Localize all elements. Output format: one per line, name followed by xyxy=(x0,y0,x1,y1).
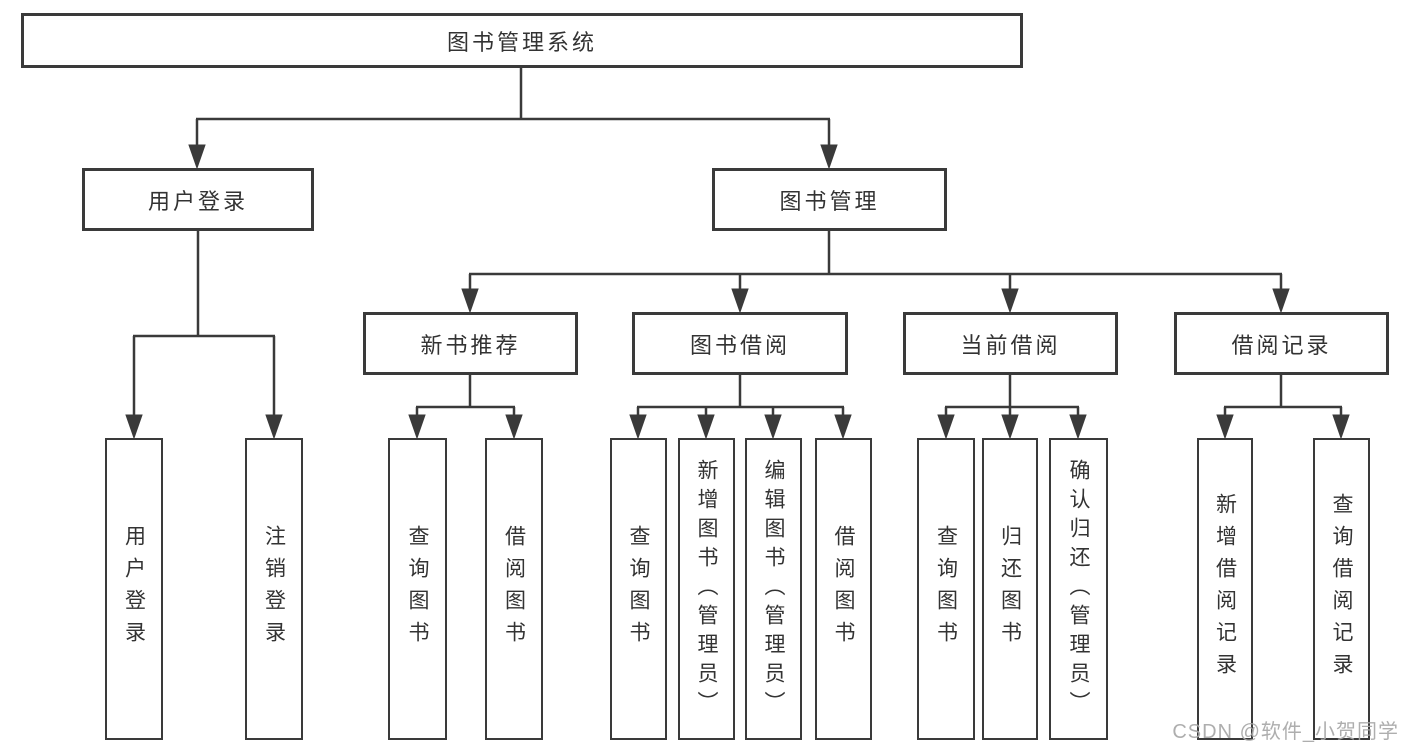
connector-book-management-to-level3 xyxy=(461,231,1290,314)
leaf-recommend-query-books: 查询图书 xyxy=(388,438,447,740)
arrowhead-icon xyxy=(731,288,749,314)
leaf-add-borrow-record: 新增借阅记录 xyxy=(1197,438,1253,740)
arrowhead-icon xyxy=(1001,288,1019,314)
arrowhead-icon xyxy=(408,414,426,440)
leaf-query-borrow-record: 查询借阅记录 xyxy=(1313,438,1370,740)
connector-user-login-to-leaves xyxy=(125,231,283,440)
arrowhead-icon xyxy=(834,414,852,440)
connector-root-to-level2 xyxy=(188,68,838,170)
arrowhead-icon xyxy=(505,414,523,440)
arrowhead-icon xyxy=(764,414,782,440)
leaf-user-login: 用户登录 xyxy=(105,438,163,740)
leaf-borrow-query-books: 查询图书 xyxy=(610,438,667,740)
leaf-add-books-admin: 新增图书（管理员） xyxy=(678,438,735,740)
arrowhead-icon xyxy=(1332,414,1350,440)
leaf-edit-books-admin: 编辑图书（管理员） xyxy=(745,438,802,740)
arrowhead-icon xyxy=(461,288,479,314)
node-new-book-recommend: 新书推荐 xyxy=(363,312,578,375)
connector-new-book-recommend-to-leaves xyxy=(408,375,523,440)
node-book-borrow: 图书借阅 xyxy=(632,312,848,375)
leaf-recommend-borrow-books: 借阅图书 xyxy=(485,438,543,740)
arrowhead-icon xyxy=(820,144,838,170)
node-root-library-system: 图书管理系统 xyxy=(21,13,1023,68)
node-user-login: 用户登录 xyxy=(82,168,314,231)
arrowhead-icon xyxy=(1069,414,1087,440)
leaf-confirm-return-admin: 确认归还（管理员） xyxy=(1049,438,1108,740)
node-borrow-records: 借阅记录 xyxy=(1174,312,1389,375)
arrowhead-icon xyxy=(937,414,955,440)
arrowhead-icon xyxy=(1272,288,1290,314)
arrowhead-icon xyxy=(697,414,715,440)
leaf-borrow-books: 借阅图书 xyxy=(815,438,872,740)
arrowhead-icon xyxy=(629,414,647,440)
arrowhead-icon xyxy=(125,414,143,440)
connector-borrow-records-to-leaves xyxy=(1216,375,1350,440)
arrowhead-icon xyxy=(1001,414,1019,440)
connector-book-borrow-to-leaves xyxy=(629,375,852,440)
leaf-logout: 注销登录 xyxy=(245,438,303,740)
leaf-return-books: 归还图书 xyxy=(982,438,1038,740)
connector-current-borrow-to-leaves xyxy=(937,375,1087,440)
arrowhead-icon xyxy=(188,144,206,170)
node-current-borrow: 当前借阅 xyxy=(903,312,1118,375)
node-book-management: 图书管理 xyxy=(712,168,947,231)
leaf-current-query-books: 查询图书 xyxy=(917,438,975,740)
arrowhead-icon xyxy=(1216,414,1234,440)
csdn-watermark: CSDN @软件_小贺同学 xyxy=(1172,721,1399,743)
arrowhead-icon xyxy=(265,414,283,440)
